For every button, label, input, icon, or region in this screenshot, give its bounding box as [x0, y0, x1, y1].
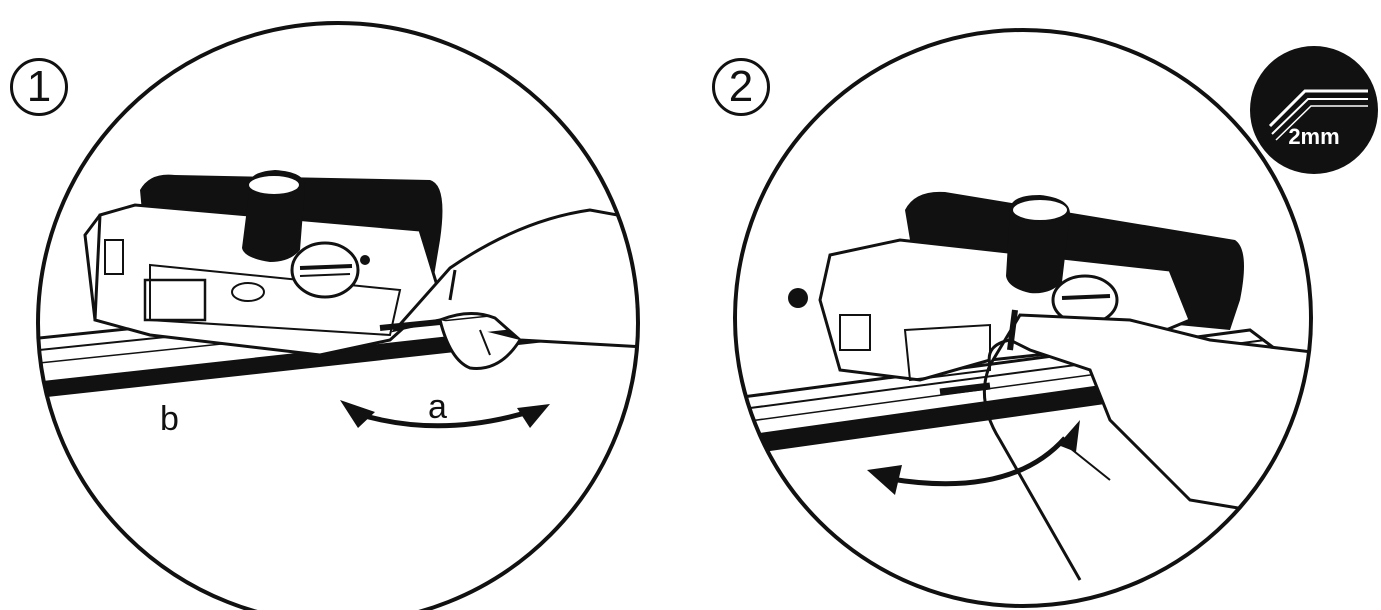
detail-circle: [733, 28, 1313, 608]
step-number-badge: 1: [10, 58, 68, 116]
rotation-arrow: [340, 400, 550, 429]
detail-circle: [36, 21, 640, 610]
hand: [982, 309, 1311, 581]
rotation-arrow: [867, 420, 1080, 495]
step-2-panel: 2 2mm: [690, 0, 1381, 610]
allen-key-inset: 2mm: [1250, 46, 1378, 174]
hand: [379, 208, 638, 370]
step-number-badge: 2: [712, 58, 770, 116]
saw-body: [83, 170, 443, 357]
step-1-illustration: [36, 21, 640, 610]
label-a: a: [428, 388, 447, 426]
step-2-illustration: [733, 28, 1313, 608]
step-1-panel: 1 a b: [0, 0, 690, 610]
tool-size-label: 2mm: [1288, 124, 1340, 149]
label-b: b: [160, 400, 179, 438]
allen-key-icon: [1268, 89, 1368, 141]
